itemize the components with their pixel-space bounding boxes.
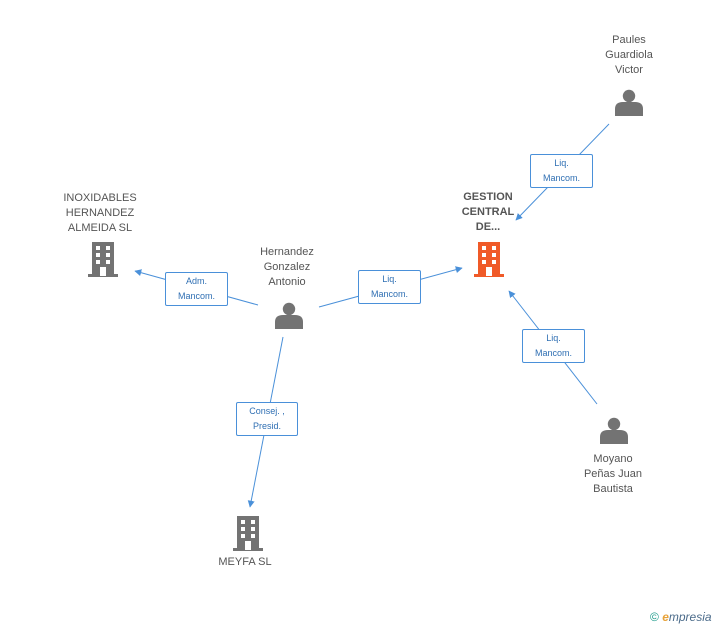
building-icon-meyfa (233, 516, 263, 551)
label-line: Peñas Juan (583, 468, 643, 480)
label-line: Presid. (252, 421, 281, 431)
label-line: GESTION (463, 191, 513, 203)
person-icon-paules (615, 89, 643, 116)
label-line: Liq. (546, 333, 561, 343)
label-line: Victor (615, 64, 643, 76)
building-icon-gestion (474, 242, 504, 277)
label-line: HERNANDEZ (65, 207, 135, 219)
node-label-paules[interactable]: Paules Guardiola Victor (589, 33, 669, 78)
label-line: Bautista (593, 483, 633, 495)
edge-label-hernandez-inoxidables: Adm. Mancom. (165, 272, 228, 306)
node-label-meyfa[interactable]: MEYFA SL (205, 555, 285, 570)
label-line: Liq. (554, 158, 569, 168)
label-line: MEYFA SL (218, 556, 272, 568)
brand-rest: mpresia (668, 610, 712, 624)
edge-label-hernandez-meyfa: Consej. , Presid. (236, 402, 298, 436)
label-line: Mancom. (534, 348, 572, 358)
label-line: Liq. (382, 274, 397, 284)
edge-label-hernandez-gestion: Liq. Mancom. (358, 270, 421, 304)
footer-brand[interactable]: © empresia (650, 610, 712, 624)
node-label-gestion[interactable]: GESTION CENTRAL DE... (448, 190, 528, 235)
node-label-hernandez[interactable]: Hernandez Gonzalez Antonio (247, 245, 327, 290)
building-icon-inoxidables (88, 242, 118, 277)
label-line: Moyano (593, 453, 633, 465)
label-line: Mancom. (542, 173, 580, 183)
label-line: Adm. (185, 276, 207, 286)
label-line: Gonzalez (263, 261, 311, 273)
brand-initial: e (662, 610, 669, 624)
label-line: Consej. , (249, 406, 285, 416)
label-line: Hernandez (260, 246, 314, 258)
label-line: INOXIDABLES (63, 192, 137, 204)
label-line: CENTRAL (461, 206, 515, 218)
label-line: Mancom. (370, 289, 408, 299)
label-line: Mancom. (177, 291, 215, 301)
label-line: DE... (475, 221, 501, 233)
label-line: Paules (612, 34, 646, 46)
edge-label-moyano-gestion: Liq. Mancom. (522, 329, 585, 363)
person-icon-moyano (600, 417, 628, 444)
copyright-icon: © (650, 610, 659, 624)
label-line: ALMEIDA SL (67, 222, 133, 234)
node-label-inoxidables[interactable]: INOXIDABLES HERNANDEZ ALMEIDA SL (54, 191, 146, 236)
label-line: Antonio (268, 276, 306, 288)
node-label-moyano[interactable]: Moyano Peñas Juan Bautista (571, 452, 655, 497)
person-icon-hernandez (275, 302, 303, 329)
label-line: Guardiola (605, 49, 653, 61)
brand-logo: empresia (662, 610, 711, 624)
edge-label-paules-gestion: Liq. Mancom. (530, 154, 593, 188)
